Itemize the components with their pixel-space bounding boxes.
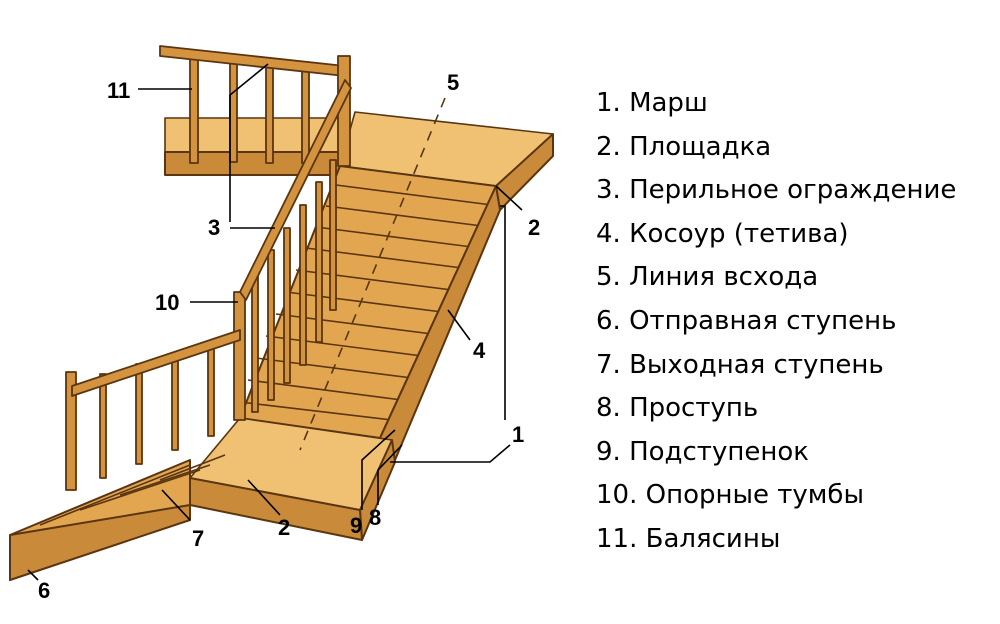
legend-item: 10. Опорные тумбы — [596, 480, 864, 511]
callout-11: 11 — [107, 78, 130, 103]
callout-8: 8 — [369, 505, 381, 530]
lower-flight — [9, 454, 226, 581]
upper-floor — [164, 117, 341, 176]
lower-landing — [189, 417, 396, 541]
callout-10: 10 — [155, 290, 179, 315]
callout-3: 3 — [208, 215, 220, 240]
legend-item: 8. Проступь — [596, 393, 759, 424]
callout-1: 1 — [512, 422, 524, 447]
callout-2-upper: 2 — [528, 215, 540, 240]
legend-item: 3. Перильное ограждение — [596, 175, 957, 206]
main-flight — [239, 165, 501, 461]
legend: 1. Марш 2. Площадка 3. Перильное огражде… — [596, 82, 956, 562]
main-railing — [233, 55, 352, 421]
leader-lines — [27, 63, 523, 581]
legend-item: 6. Отправная ступень — [596, 305, 897, 336]
callout-2-lower: 2 — [278, 515, 290, 540]
legend-item: 11. Балясины — [596, 523, 781, 554]
callout-6: 6 — [38, 578, 50, 603]
line-of-ascent — [299, 97, 446, 451]
legend-item: 9. Подступенок — [596, 436, 809, 467]
legend-item: 5. Линия всхода — [596, 262, 819, 293]
legend-item: 7. Выходная ступень — [596, 349, 884, 380]
callout-5: 5 — [447, 70, 459, 95]
callout-labels: 11 3 10 6 7 2 9 8 1 4 2 5 — [38, 70, 540, 603]
legend-item: 4. Косоур (тетива) — [596, 218, 849, 249]
legend-item: 2. Площадка — [596, 131, 772, 162]
lower-railing — [65, 329, 241, 491]
legend-item: 1. Марш — [596, 88, 708, 118]
callout-9: 9 — [350, 513, 362, 538]
callout-7: 7 — [192, 526, 204, 551]
callout-4: 4 — [473, 338, 486, 363]
